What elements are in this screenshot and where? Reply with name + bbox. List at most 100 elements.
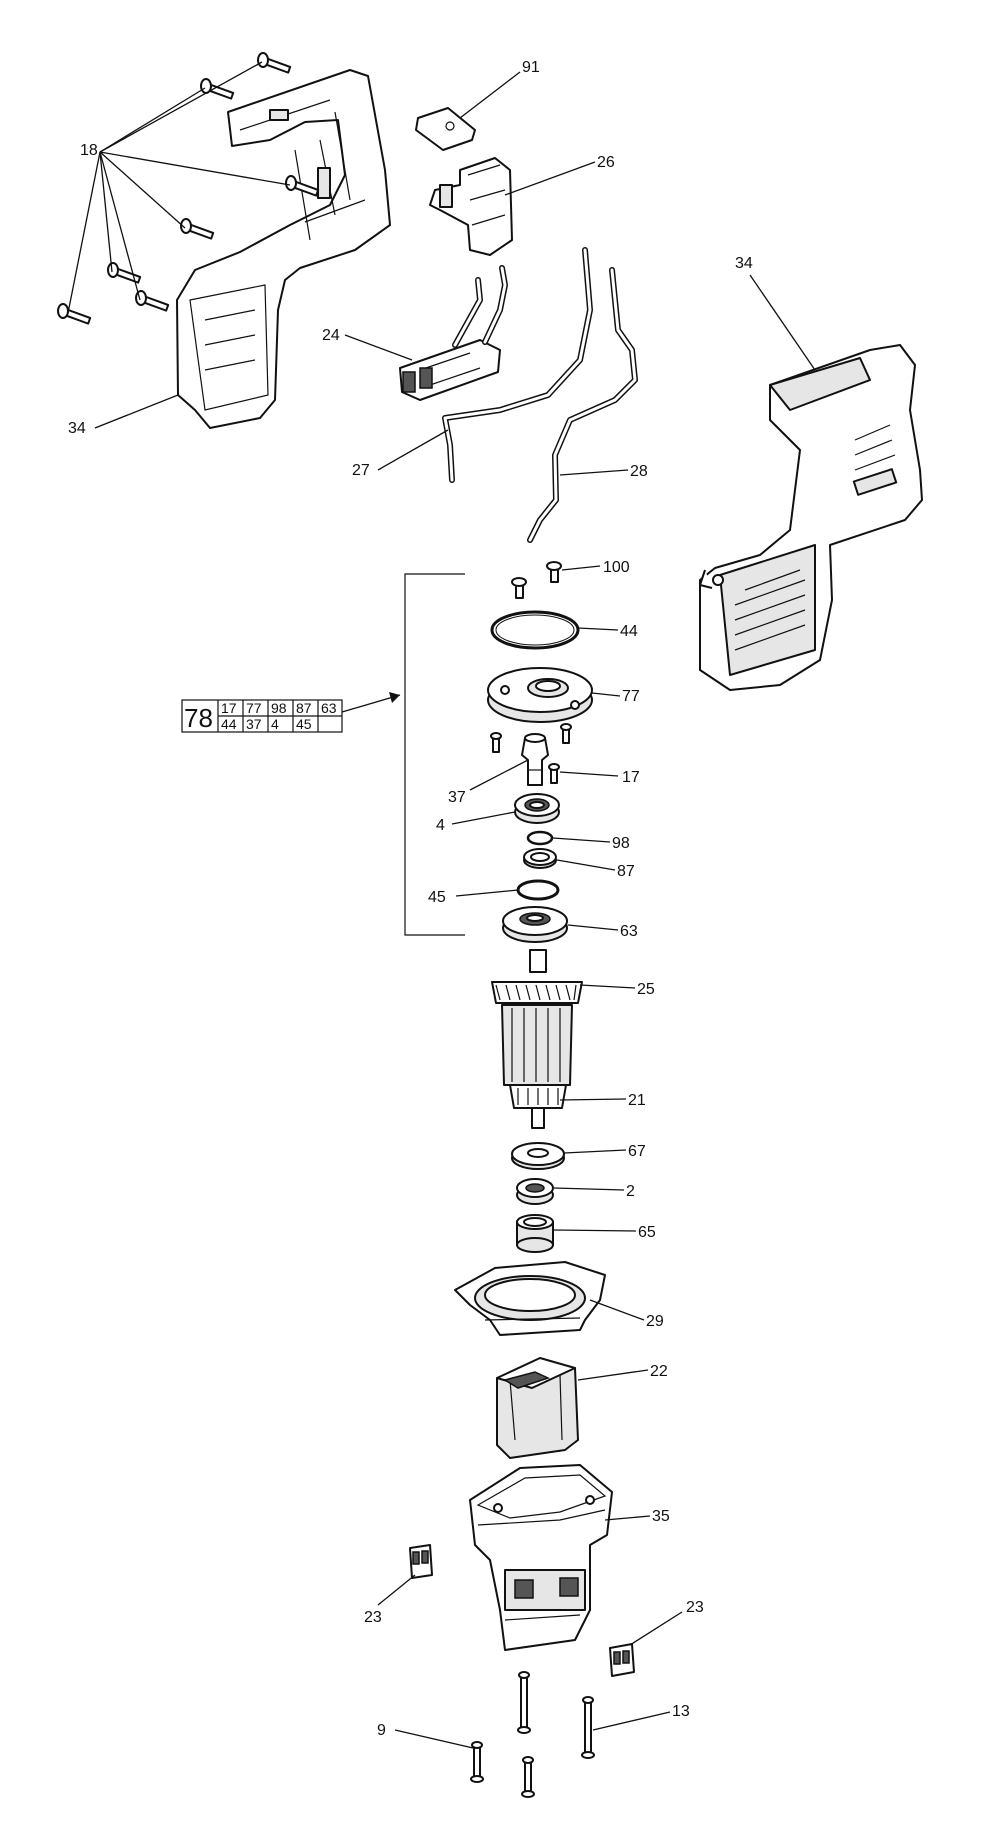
leader-34a <box>94 394 179 429</box>
baffle-29 <box>454 1261 606 1336</box>
handle-assembly-34 <box>699 344 923 691</box>
motor-housing-35 <box>469 1464 613 1651</box>
screws-100 <box>511 561 562 599</box>
leader-25 <box>579 984 636 989</box>
wire-28 <box>527 267 638 543</box>
kit-r1-c2: 77 <box>246 700 262 716</box>
callout-22: 22 <box>650 1363 668 1380</box>
kit-r2-c3: 4 <box>271 716 279 732</box>
bearing-2 <box>516 1178 554 1205</box>
callout-34-right: 34 <box>735 255 753 272</box>
callout-65: 65 <box>638 1224 656 1241</box>
callout-100: 100 <box>603 559 630 576</box>
kit-r2-c1: 44 <box>221 716 237 732</box>
callout-98: 98 <box>612 835 630 852</box>
o-ring-44 <box>490 610 580 650</box>
callout-91: 91 <box>522 59 540 76</box>
callout-44: 44 <box>620 623 638 640</box>
wire-27 <box>442 247 593 483</box>
leader-17 <box>559 771 619 777</box>
screws-9 <box>470 1741 535 1798</box>
flange-77 <box>487 667 593 723</box>
leader-98 <box>552 837 611 843</box>
leader-35 <box>604 1515 651 1521</box>
callout-13: 13 <box>672 1703 690 1720</box>
armature-21 <box>491 949 583 1129</box>
kit-number: 78 <box>184 703 213 733</box>
leader-2 <box>553 1187 625 1191</box>
callout-27: 27 <box>352 462 370 479</box>
stator-22 <box>496 1357 579 1459</box>
leader-24 <box>344 334 413 361</box>
kit-r2-c4: 45 <box>296 716 312 732</box>
kit-r2-c2: 37 <box>246 716 262 732</box>
o-ring-45 <box>516 879 560 901</box>
callout-9: 9 <box>377 1722 386 1739</box>
callout-63: 63 <box>620 923 638 940</box>
callout-18: 18 <box>80 142 98 159</box>
callout-17: 17 <box>622 769 640 786</box>
callout-2: 2 <box>626 1183 635 1200</box>
leader-63 <box>567 924 619 931</box>
callout-77: 77 <box>622 688 640 705</box>
sleeve-65 <box>516 1214 554 1253</box>
leader-87 <box>556 859 616 871</box>
leader-28 <box>559 469 629 476</box>
leader-13 <box>592 1711 671 1731</box>
leader-45 <box>455 889 519 897</box>
leader-34b <box>749 274 816 371</box>
leader-77 <box>591 692 621 697</box>
bearing-cap-63 <box>502 906 568 943</box>
callout-35: 35 <box>652 1508 670 1525</box>
callout-45: 45 <box>428 889 446 906</box>
bearing-4 <box>514 793 560 824</box>
kit-r1-c4: 87 <box>296 700 312 716</box>
brush-23-left <box>409 1544 433 1579</box>
leader-27 <box>377 429 449 471</box>
callout-21: 21 <box>628 1092 646 1109</box>
leader-91 <box>459 71 521 119</box>
leader-9 <box>394 1729 474 1749</box>
leader-4 <box>451 811 516 825</box>
callout-4: 4 <box>436 817 445 834</box>
brush-holder-24 <box>399 265 508 401</box>
ring-98 <box>526 830 554 846</box>
bushing-37 <box>521 733 549 786</box>
callout-34-left: 34 <box>68 420 86 437</box>
brush-23-right <box>609 1643 635 1677</box>
callout-23-left: 23 <box>364 1609 382 1626</box>
callout-29: 29 <box>646 1313 664 1330</box>
leader-22 <box>577 1369 649 1381</box>
leader-65 <box>553 1229 637 1232</box>
leader-100 <box>561 565 601 571</box>
cover-plate-91 <box>415 107 476 151</box>
switch-26 <box>429 157 513 256</box>
screws-13 <box>517 1671 595 1759</box>
handle-housing-half <box>176 69 391 429</box>
leader-23b <box>629 1611 683 1646</box>
callout-23-right: 23 <box>686 1599 704 1616</box>
callout-26: 26 <box>597 154 615 171</box>
screws-17 <box>490 723 572 784</box>
kit-r1-c3: 98 <box>271 700 287 716</box>
leader-26 <box>504 161 596 196</box>
kit-r1-c1: 17 <box>221 700 237 716</box>
ring-87 <box>523 848 557 869</box>
leader-29 <box>589 1299 645 1321</box>
callout-67: 67 <box>628 1143 646 1160</box>
kit-r1-c5: 63 <box>321 700 337 716</box>
callout-24: 24 <box>322 327 340 344</box>
callout-25: 25 <box>637 981 655 998</box>
leaders-18 <box>67 61 291 314</box>
callout-87: 87 <box>617 863 635 880</box>
screws-18 <box>57 52 320 325</box>
callout-37: 37 <box>448 789 466 806</box>
kit-table-78: 78 17 77 98 87 63 44 37 4 45 <box>181 699 343 733</box>
leader-21 <box>559 1098 627 1101</box>
kit-bracket <box>341 573 465 936</box>
washer-67 <box>511 1142 565 1170</box>
callout-28: 28 <box>630 463 648 480</box>
leader-67 <box>563 1149 627 1154</box>
leader-23a <box>377 1574 416 1606</box>
